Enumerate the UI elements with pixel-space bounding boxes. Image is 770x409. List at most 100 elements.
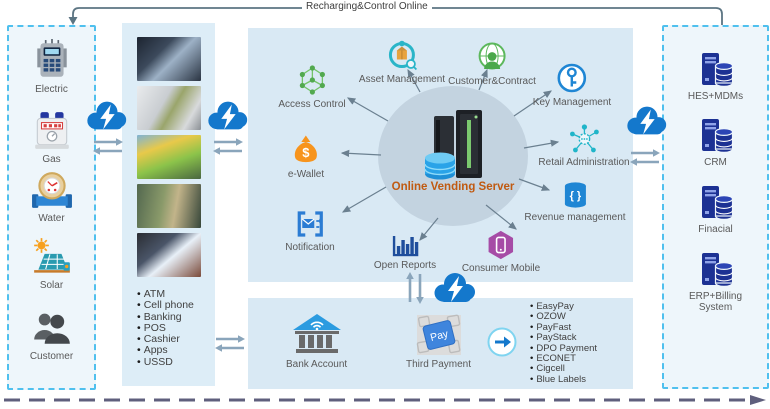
- online-vending-server-icon: [424, 110, 482, 180]
- photo-atm-card: [136, 184, 201, 228]
- backend-label: HES+MDMs: [687, 91, 744, 102]
- water-meter-icon: [31, 172, 72, 208]
- cloud-icon: [87, 101, 127, 130]
- server-database-icon: [701, 119, 733, 154]
- feature-customer-contract: Customer&Contract: [448, 40, 536, 87]
- exchange-arrows: [93, 138, 123, 155]
- provider-item: PayStack: [530, 332, 597, 343]
- feature-open-reports: Open Reports: [374, 230, 436, 271]
- svg-text:{ }: { }: [569, 190, 581, 202]
- bank-account: Bank Account: [286, 314, 347, 370]
- bank-account-icon: [292, 314, 341, 353]
- exchange-arrows: [213, 138, 243, 155]
- customer-icon: [33, 313, 70, 344]
- source-gas-label: Gas: [42, 154, 61, 165]
- feature-label: Asset Management: [358, 74, 446, 85]
- provider-item: OZOW: [530, 311, 597, 322]
- source-water-label: Water: [38, 213, 65, 224]
- recharging-connector-label: Recharging&Control Online: [302, 1, 432, 12]
- exchange-arrows: [630, 149, 660, 166]
- cloud-icon: [627, 106, 667, 135]
- channels-panel: ATM Cell phone Banking POS Cashier Apps …: [122, 23, 215, 386]
- provider-item: Blue Labels: [530, 374, 597, 385]
- source-solar: Solar: [9, 237, 94, 291]
- backend-financial: Finacial: [664, 185, 767, 235]
- svg-text:$: $: [302, 145, 310, 160]
- feature-retail-administration: Retail Administration: [538, 123, 630, 168]
- feature-asset-management: Asset Management: [359, 38, 445, 85]
- feature-consumer-mobile: Consumer Mobile: [462, 229, 540, 274]
- backend-label: Finacial: [698, 224, 733, 235]
- vertical-exchange-arrows: [406, 272, 424, 304]
- solar-panel-icon: [33, 238, 70, 273]
- photo-card-terminal: [136, 135, 201, 179]
- photo-hand-phone: [136, 37, 201, 81]
- backend-erp-billing: ERP+Billing System: [664, 252, 767, 313]
- channel-item: Apps: [137, 345, 194, 357]
- cloud-icon: [208, 101, 248, 130]
- backend-hes-mdms: HES+MDMs: [664, 52, 767, 102]
- backend-crm: CRM: [664, 118, 767, 168]
- provider-item: ECONET: [530, 353, 597, 364]
- consumer-mobile-icon: [488, 230, 514, 260]
- feature-label: Open Reports: [373, 260, 437, 271]
- third-payment: Pay Third Payment: [406, 314, 471, 370]
- open-reports-icon: [392, 236, 419, 257]
- retail-administration-icon: [569, 124, 599, 153]
- electric-meter-icon: [36, 39, 67, 77]
- notification-icon: [297, 211, 323, 237]
- photo-pos-printer: [136, 86, 201, 130]
- server-database-icon: [701, 186, 733, 221]
- gas-meter-icon: [34, 112, 69, 149]
- feature-label: Notification: [285, 242, 335, 253]
- feature-label: e-Wallet: [287, 169, 325, 180]
- server-database-icon: [701, 253, 733, 288]
- photo-mobile-app: [136, 233, 201, 277]
- feature-label: Access Control: [278, 99, 346, 110]
- feature-label: Key Management: [532, 97, 612, 108]
- channel-list: ATM Cell phone Banking POS Cashier Apps …: [137, 288, 194, 368]
- source-gas: Gas: [9, 111, 94, 165]
- feature-revenue-management: { } Revenue management: [524, 180, 626, 223]
- server-panel: Online Vending Server Access Control: [248, 28, 633, 282]
- source-electric: Electric: [9, 39, 94, 95]
- revenue-management-icon: { }: [564, 182, 586, 208]
- feature-label: Consumer Mobile: [461, 263, 541, 274]
- third-payment-label: Third Payment: [406, 359, 472, 370]
- server-database-icon: [701, 53, 733, 88]
- asset-management-icon: [388, 40, 418, 71]
- provider-item: PayFast: [530, 322, 597, 333]
- backend-label: ERP+Billing System: [688, 291, 743, 313]
- source-customer: Customer: [9, 310, 94, 362]
- feature-access-control: Access Control: [278, 63, 346, 110]
- channel-item: USSD: [137, 356, 194, 368]
- provider-item: EasyPay: [530, 301, 597, 312]
- provider-list: EasyPay OZOW PayFast PayStack DPO Paymen…: [530, 301, 597, 385]
- svg-text:Pay: Pay: [429, 328, 450, 344]
- channel-item: Cashier: [137, 333, 194, 345]
- source-water: Water: [9, 170, 94, 224]
- channel-item: ATM: [137, 288, 194, 300]
- feature-key-management: Key Management: [533, 61, 611, 108]
- provider-item: DPO Payment: [530, 343, 597, 354]
- feature-e-wallet: $ e-Wallet: [288, 133, 324, 180]
- access-control-icon: [299, 65, 325, 95]
- cloud-icon: [434, 273, 475, 302]
- third-payment-icon: Pay: [416, 314, 461, 355]
- server-label: Online Vending Server: [391, 181, 515, 193]
- feature-label: Revenue management: [524, 212, 626, 223]
- channel-item: Cell phone: [137, 299, 194, 311]
- feature-label: Retail Administration: [538, 157, 630, 168]
- feature-notification: Notification: [285, 208, 335, 253]
- bank-account-label: Bank Account: [286, 359, 348, 370]
- channel-item: Banking: [137, 311, 194, 323]
- feature-label: Customer&Contract: [448, 76, 536, 87]
- source-solar-label: Solar: [39, 280, 64, 291]
- exchange-arrows: [215, 335, 245, 352]
- providers-arrow-icon: [487, 327, 517, 357]
- radial-arrows: [340, 68, 560, 241]
- provider-item: Cigcell: [530, 364, 597, 375]
- key-management-icon: [557, 63, 587, 93]
- customer-contract-icon: [478, 42, 506, 70]
